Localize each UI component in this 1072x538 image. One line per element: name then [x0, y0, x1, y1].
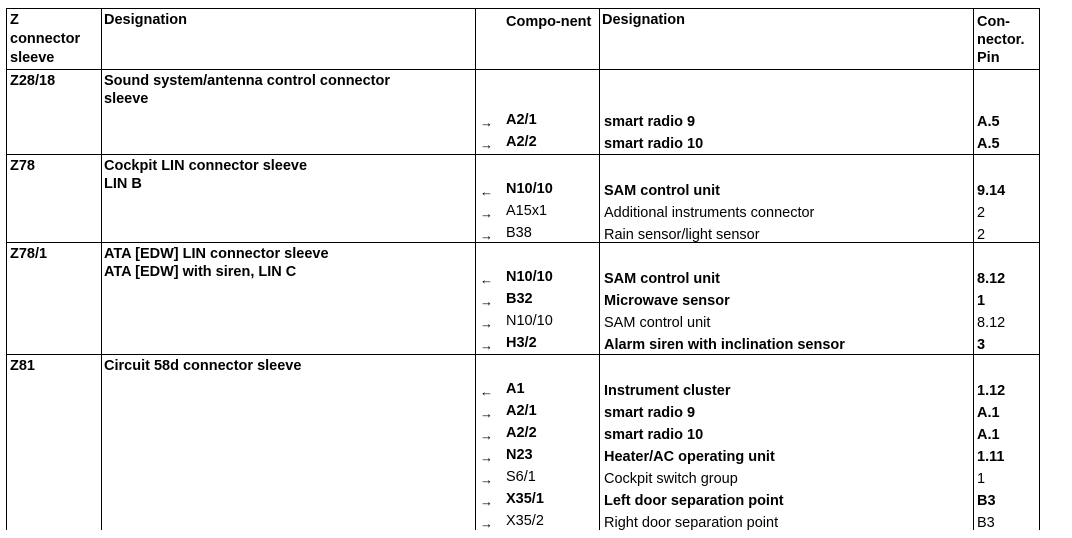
- component-code: N23: [506, 447, 533, 463]
- connector-pin: 8.12: [977, 315, 1006, 331]
- connector-pin: A.5: [977, 114, 1000, 130]
- arrow-right-icon: →: [480, 228, 493, 243]
- group-designation: Circuit 58d connector sleeve: [104, 358, 302, 374]
- arrow-right-icon: →: [480, 406, 493, 421]
- component-designation: Instrument cluster: [604, 383, 731, 399]
- arrow-right-icon: →: [480, 494, 493, 509]
- component-designation: smart radio 10: [604, 427, 704, 443]
- arrow-right-icon: →: [480, 316, 493, 331]
- group-designation: LIN B: [104, 176, 142, 192]
- header-designation: Designation: [104, 12, 187, 28]
- arrow-left-icon: ←: [480, 384, 493, 399]
- arrow-right-icon: →: [480, 206, 493, 221]
- header-pin-line-2: nector.: [977, 32, 1025, 48]
- component-code: B32: [506, 291, 533, 307]
- component-code: A2/2: [506, 425, 537, 441]
- component-designation: Cockpit switch group: [604, 471, 738, 487]
- connector-pin: 8.12: [977, 271, 1006, 287]
- component-code: X35/2: [506, 513, 544, 529]
- group-designation: Cockpit LIN connector sleeve: [104, 158, 308, 174]
- component-designation: smart radio 9: [604, 405, 696, 421]
- rule-group-1: [7, 154, 1039, 155]
- connector-pin: A.5: [977, 136, 1000, 152]
- group-designation: ATA [EDW] LIN connector sleeve: [104, 246, 329, 262]
- component-designation: smart radio 10: [604, 136, 704, 152]
- arrow-right-icon: →: [480, 472, 493, 487]
- connector-pin: B3: [977, 493, 996, 509]
- component-designation: Alarm siren with inclination sensor: [604, 337, 845, 353]
- connector-pin: B3: [977, 515, 995, 531]
- connector-pin: 2: [977, 227, 986, 243]
- component-code: A2/1: [506, 112, 537, 128]
- component-designation: Heater/AC operating unit: [604, 449, 775, 465]
- connector-pin: A.1: [977, 427, 1000, 443]
- component-code: H3/2: [506, 335, 537, 351]
- group-z-label: Z78/1: [10, 246, 48, 262]
- component-code: X35/1: [506, 491, 544, 507]
- rule-group-3: [7, 354, 1039, 355]
- arrow-right-icon: →: [480, 516, 493, 531]
- connector-pin: 1.12: [977, 383, 1006, 399]
- header-z-line-2: connector: [10, 31, 81, 47]
- header-pin-line-1: Con-: [977, 14, 1011, 30]
- header-component: Compo-nent: [506, 14, 592, 30]
- arrow-right-icon: →: [480, 115, 493, 130]
- group-z-label: Z81: [10, 358, 35, 374]
- component-designation: Left door separation point: [604, 493, 784, 509]
- group-z-label: Z28/18: [10, 73, 56, 89]
- component-code: B38: [506, 225, 532, 241]
- rule-col-4: [973, 8, 974, 530]
- group-designation: ATA [EDW] with siren, LIN C: [104, 264, 297, 280]
- group-z-label: Z78: [10, 158, 35, 174]
- connector-table: Z connector sleeve Designation Compo-nen…: [6, 8, 1040, 531]
- arrow-right-icon: →: [480, 137, 493, 152]
- arrow-left-icon: ←: [480, 272, 493, 287]
- component-code: A1: [506, 381, 525, 397]
- group-designation: Sound system/antenna control connector: [104, 73, 391, 89]
- connector-pin: 3: [977, 337, 986, 353]
- header-z-line-3: sleeve: [10, 50, 55, 66]
- header-z-line-1: Z: [10, 12, 19, 28]
- component-code: A2/1: [506, 403, 537, 419]
- connector-pin: 9.14: [977, 183, 1006, 199]
- connector-pin: A.1: [977, 405, 1000, 421]
- rule-col-2: [475, 8, 476, 530]
- connector-pin: 1.11: [977, 449, 1005, 465]
- arrow-right-icon: →: [480, 338, 493, 353]
- component-designation: Rain sensor/light sensor: [604, 227, 760, 243]
- component-code: N10/10: [506, 181, 553, 197]
- component-designation: smart radio 9: [604, 114, 696, 130]
- rule-col-3: [599, 8, 600, 530]
- header-designation-2: Designation: [602, 12, 685, 28]
- rule-top: [7, 8, 1039, 9]
- component-code: A15x1: [506, 203, 548, 219]
- connector-pin: 2: [977, 205, 986, 221]
- component-code: S6/1: [506, 469, 536, 485]
- arrow-right-icon: →: [480, 294, 493, 309]
- arrow-right-icon: →: [480, 428, 493, 443]
- header-pin-line-3: Pin: [977, 50, 1000, 66]
- arrow-left-icon: ←: [480, 184, 493, 199]
- component-designation: Microwave sensor: [604, 293, 730, 309]
- component-designation: Additional instruments connector: [604, 205, 815, 221]
- connector-pin: 1: [977, 471, 986, 487]
- component-code: N10/10: [506, 269, 553, 285]
- component-code: N10/10: [506, 313, 553, 329]
- component-designation: SAM control unit: [604, 315, 711, 331]
- connector-pin: 1: [977, 293, 986, 309]
- rule-header: [7, 69, 1039, 70]
- component-designation: Right door separation point: [604, 515, 779, 531]
- component-code: A2/2: [506, 134, 537, 150]
- arrow-right-icon: →: [480, 450, 493, 465]
- rule-col-1: [101, 8, 102, 530]
- rule-group-2: [7, 242, 1039, 243]
- component-designation: SAM control unit: [604, 183, 720, 199]
- group-designation: sleeve: [104, 91, 149, 107]
- component-designation: SAM control unit: [604, 271, 720, 287]
